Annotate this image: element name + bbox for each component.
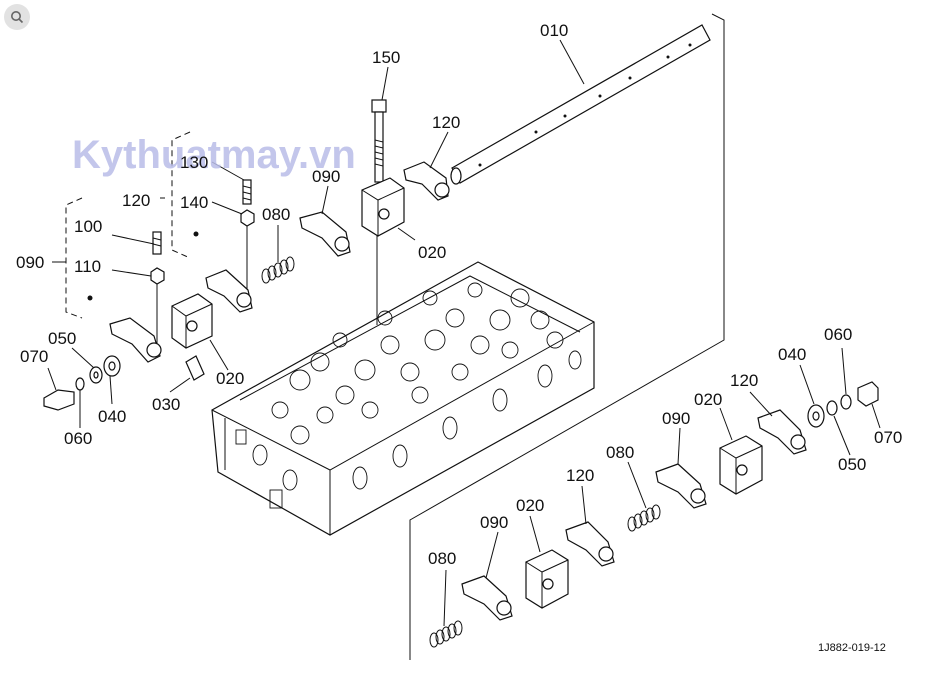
label-130: 130 — [180, 153, 208, 172]
rocker-arm-090-a — [299, 211, 351, 257]
label-090: 090 — [662, 409, 690, 428]
label-040: 040 — [778, 345, 806, 364]
label-120: 120 — [566, 466, 594, 485]
bolt-150 — [371, 99, 387, 183]
label-090: 090 — [312, 167, 340, 186]
label-140: 140 — [180, 193, 208, 212]
label-060: 060 — [64, 429, 92, 448]
bolt-070-left — [43, 389, 75, 411]
spring-080-a — [261, 256, 295, 284]
search-icon — [11, 11, 24, 24]
label-010: 010 — [540, 21, 568, 40]
support-020-c — [719, 435, 763, 495]
bolt-070-right — [857, 381, 879, 407]
washers-right — [807, 394, 852, 428]
label-060: 060 — [824, 325, 852, 344]
label-080: 080 — [262, 205, 290, 224]
support-020-d — [525, 549, 569, 609]
search-button[interactable] — [4, 4, 30, 30]
label-050: 050 — [838, 455, 866, 474]
label-020: 020 — [694, 390, 722, 409]
support-020-a — [361, 177, 405, 237]
label-090: 090 — [16, 253, 44, 272]
rocker-arm-120-b — [193, 231, 253, 313]
leader-lines — [47, 39, 881, 627]
adjust-screw-100 — [150, 231, 165, 345]
label-110: 110 — [74, 257, 101, 276]
part-labels: 010 150 120 130 120 140 090 080 100 090 … — [16, 21, 902, 568]
spring-080-c — [429, 620, 463, 648]
rocker-shaft — [450, 24, 711, 185]
adjust-screw-130 — [240, 179, 255, 296]
label-070: 070 — [20, 347, 48, 366]
rocker-arm-120-a — [403, 161, 450, 201]
watermark-text: Kythuatmay.vn — [72, 133, 356, 177]
bracket-lines — [52, 131, 191, 319]
label-080: 080 — [428, 549, 456, 568]
rocker-arm-090-c — [655, 463, 707, 509]
pin-030 — [185, 355, 205, 381]
label-120: 120 — [122, 191, 150, 210]
rocker-arm-120-d — [565, 521, 615, 567]
label-020: 020 — [418, 243, 446, 262]
label-120: 120 — [432, 113, 460, 132]
rocker-arm-090-d — [461, 575, 513, 621]
label-080: 080 — [606, 443, 634, 462]
spring-080-b — [627, 504, 661, 532]
label-070: 070 — [874, 428, 902, 447]
label-020: 020 — [516, 496, 544, 515]
label-050: 050 — [48, 329, 76, 348]
cylinder-head — [211, 261, 595, 536]
label-030: 030 — [152, 395, 180, 414]
label-120: 120 — [730, 371, 758, 390]
rocker-arm-120-c — [757, 409, 807, 455]
label-150: 150 — [372, 48, 400, 67]
label-100: 100 — [74, 217, 102, 236]
support-020-b — [171, 293, 213, 349]
washers-left — [75, 355, 121, 391]
drawing-code: 1J882-019-12 — [818, 642, 886, 654]
rocker-arm-090-b — [87, 295, 162, 363]
label-040: 040 — [98, 407, 126, 426]
label-090: 090 — [480, 513, 508, 532]
label-020: 020 — [216, 369, 244, 388]
assembly-frame — [376, 13, 725, 660]
